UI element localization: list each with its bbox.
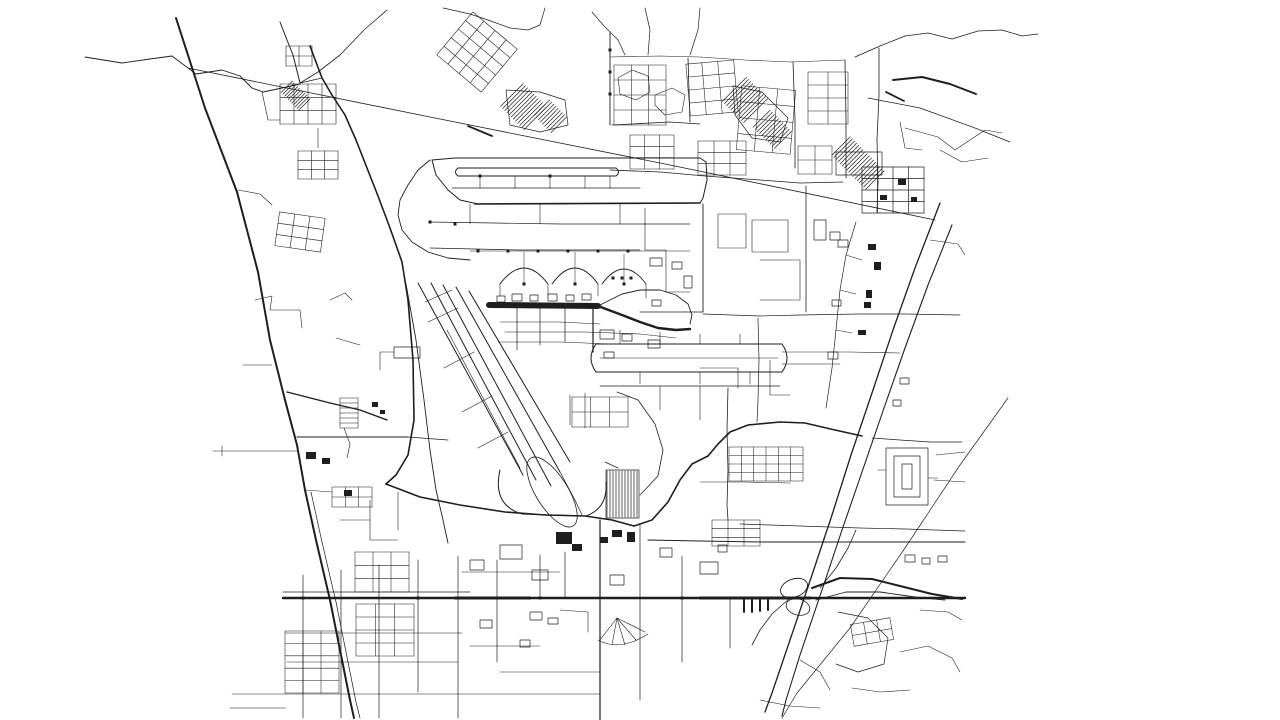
top-center-cluster (436, 11, 569, 137)
airport-north-field (397, 157, 961, 317)
creeks-and-top-roads (84, 7, 1039, 93)
junction-dots (301, 48, 684, 600)
airport-southeast (556, 391, 664, 551)
railroad-corridor (764, 202, 1009, 719)
runway-south (590, 329, 901, 421)
midsouth-buildings (461, 544, 728, 586)
arterial-road (281, 519, 967, 720)
far-northeast (861, 47, 1011, 256)
airport-south-boundary (385, 317, 966, 565)
interchange (751, 529, 963, 646)
southeast-suburbs (759, 609, 963, 709)
terminal-area (469, 250, 693, 359)
midwest-streets (304, 452, 399, 541)
northwest-clusters (212, 45, 361, 457)
south-streets (229, 551, 649, 709)
runway-diagonal (286, 282, 607, 544)
